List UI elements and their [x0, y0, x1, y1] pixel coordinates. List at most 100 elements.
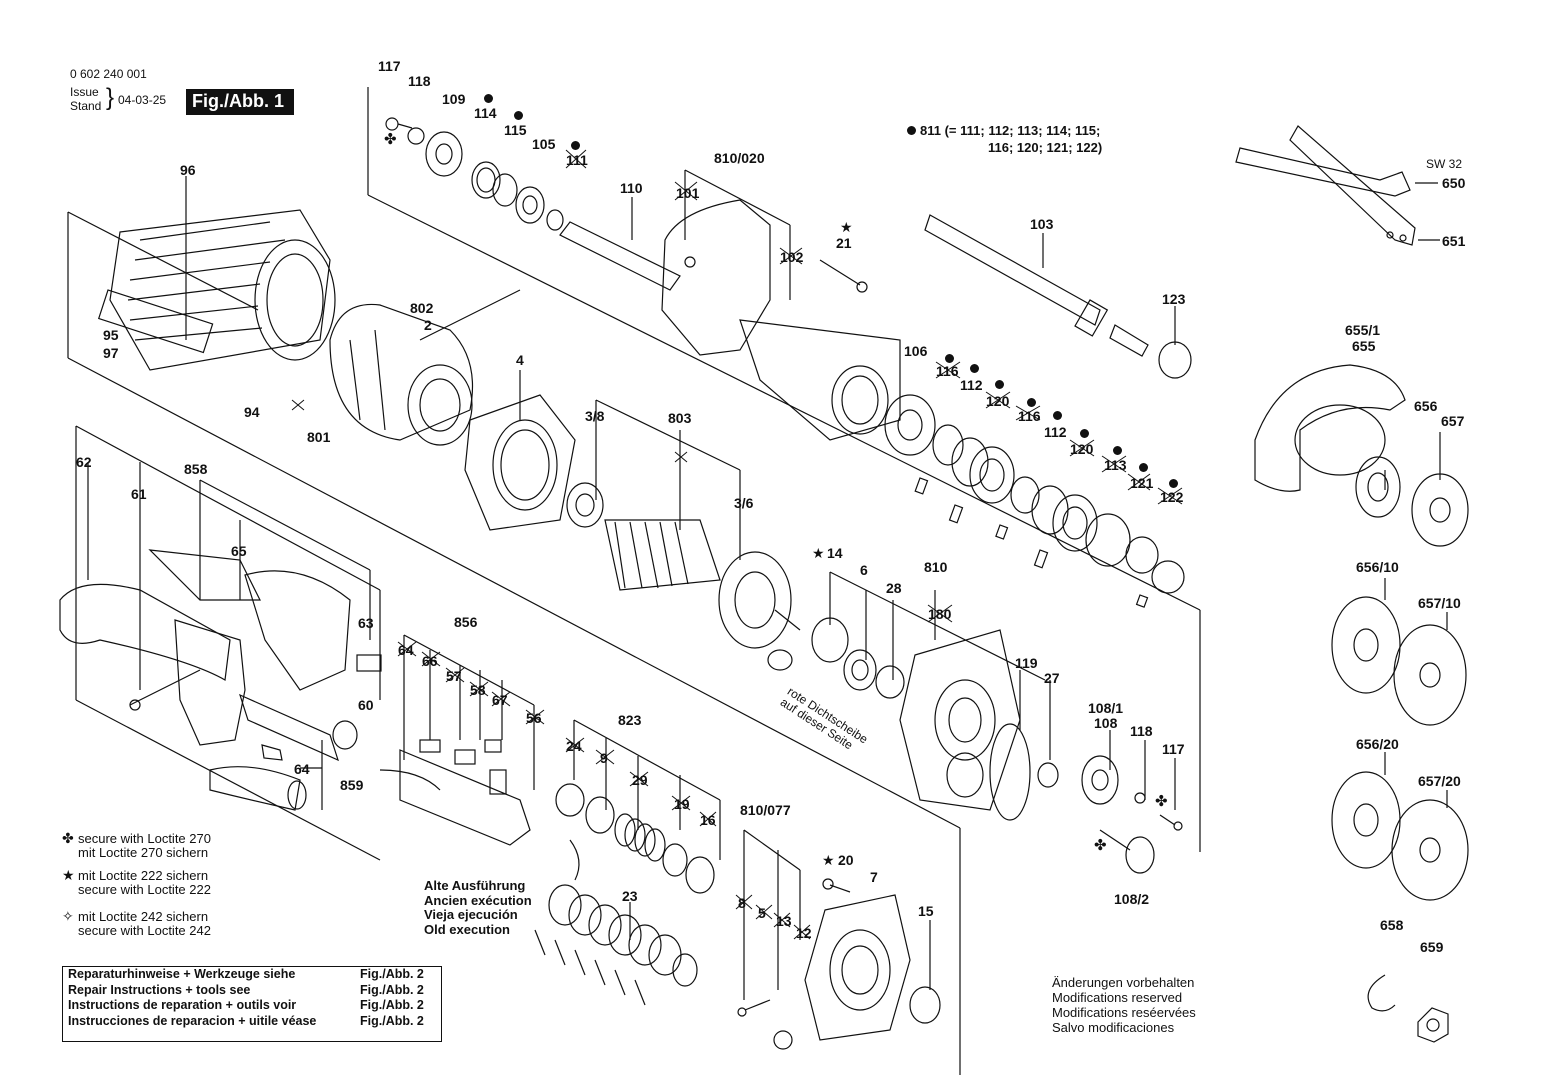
part-number: 115 — [504, 122, 527, 138]
part-number: 64 — [294, 761, 310, 777]
part-number: 96 — [180, 162, 196, 178]
part-number: 810 — [924, 559, 948, 575]
legend-text: mit Loctite 270 sichern — [78, 845, 209, 860]
kit-dot-icon — [1169, 479, 1178, 488]
spring-shapes — [555, 783, 715, 894]
part-number: 13 — [776, 913, 792, 929]
part-number: 101 — [676, 185, 700, 201]
part-number: 802 — [410, 300, 434, 316]
switch-assembly-shape — [379, 739, 531, 846]
part-number: 656/10 — [1356, 559, 1399, 575]
part-number: 24 — [566, 738, 582, 754]
figure-badge: Fig./Abb. 1 — [186, 89, 294, 115]
wrench-shapes — [1235, 125, 1416, 246]
o-ring-119 — [989, 723, 1031, 821]
loctite-270-icon: ✤ — [62, 830, 74, 846]
part-number: 108 — [1094, 715, 1118, 731]
kit-dot-icon — [970, 364, 979, 373]
bearing-flange-shape — [464, 394, 576, 531]
part-number: 858 — [184, 461, 208, 477]
old-execution-line: Old execution — [424, 921, 510, 937]
kit-note-line2: 116; 120; 121; 122) — [988, 140, 1103, 155]
legend-text: secure with Loctite 242 — [78, 923, 211, 938]
part-number: 97 — [103, 345, 119, 361]
stand-label: Stand — [70, 99, 102, 113]
part-number: 8 — [738, 895, 746, 911]
part-number: 859 — [340, 777, 364, 793]
part-number: 112 — [960, 377, 983, 393]
part-number: 657 — [1441, 413, 1465, 429]
part-number: 66 — [422, 653, 438, 669]
repair-text: Instructions de reparation + outils voir — [68, 998, 297, 1013]
spindle-rod-shape — [559, 221, 681, 291]
legend-loctite-270: ✤ secure with Loctite 270 mit Loctite 270… — [62, 831, 211, 860]
part-number: 63 — [358, 615, 374, 631]
field-coil-shape — [329, 303, 474, 446]
part-number: 28 — [886, 580, 902, 596]
part-number: 7 — [870, 869, 878, 885]
old-execution-line: Vieja ejecución — [424, 907, 518, 922]
kit-note-line1: 811 (= 111; 112; 113; 114; 115; — [920, 123, 1101, 138]
part-number: 120 — [1070, 441, 1094, 457]
old-execution-line: Ancien exécution — [424, 892, 532, 908]
part-number: 651 — [1442, 233, 1466, 249]
part-number: 15 — [918, 903, 934, 919]
part-number: 122 — [1160, 489, 1184, 505]
motor-housing-shape — [97, 209, 336, 371]
handle-shapes — [59, 549, 382, 811]
gear-housing-shape — [661, 199, 901, 441]
part-number: 810/077 — [740, 802, 791, 818]
output-shaft-shape — [924, 214, 1149, 357]
part-number: 659 — [1420, 939, 1444, 955]
repair-text: Reparaturhinweise + Werkzeuge siehe — [68, 967, 296, 981]
loctite-222-star-icon: ★ — [822, 852, 835, 868]
modifications-notice: Änderungen vorbehalten Modifications res… — [1052, 975, 1196, 1035]
seal-ring-shapes — [884, 394, 1185, 608]
part-number: 180 — [928, 606, 952, 622]
loctite-270-icon: ✤ — [1155, 793, 1168, 810]
kit-dot-icon — [571, 141, 580, 150]
issue-label: Issue — [70, 85, 99, 99]
loctite-222-star-icon: ★ — [840, 219, 853, 235]
part-number: 118 — [1130, 723, 1153, 739]
part-number: 12 — [796, 925, 812, 941]
end-cover-shape — [737, 878, 941, 1050]
flange-shapes — [1331, 456, 1469, 1043]
part-number: 23 — [622, 888, 638, 904]
part-number: 656 — [1414, 398, 1438, 414]
part-number: 658 — [1380, 917, 1404, 933]
part-number: 116 — [936, 363, 959, 379]
repair-ref: Fig./Abb. 2 — [360, 1013, 424, 1028]
loctite-222-star-icon: ★ — [812, 545, 825, 561]
part-number: 121 — [1130, 475, 1154, 491]
part-number: 650 — [1442, 175, 1466, 191]
legend-loctite-222: ★mit Loctite 222 sichern secure with Loc… — [62, 868, 211, 897]
part-number: 4 — [516, 352, 524, 368]
part-number: 856 — [454, 614, 478, 630]
part-number: 56 — [526, 710, 542, 726]
part-number: 29 — [632, 772, 648, 788]
wrench-size-label: SW 32 — [1426, 157, 1463, 171]
kit-dot-icon — [1139, 463, 1148, 472]
kit-dot-icon — [995, 380, 1004, 389]
legend-text: mit Loctite 242 sichern — [78, 909, 209, 924]
discontinued-marks — [291, 149, 1183, 940]
repair-row: Instrucciones de reparacion + uitile véa… — [63, 1014, 441, 1030]
part-number: 657/20 — [1418, 773, 1461, 789]
part-number: 119 — [1015, 655, 1038, 671]
part-number: 6 — [860, 562, 868, 578]
part-number: 57 — [446, 668, 462, 684]
notice-line: Modifications reserved — [1052, 990, 1183, 1005]
guard-655-shape — [1254, 364, 1406, 492]
brace-glyph: } — [106, 84, 115, 111]
part-number: 108/2 — [1114, 891, 1150, 907]
part-number: 117 — [1162, 741, 1185, 757]
part-number: 803 — [668, 410, 692, 426]
part-number: 21 — [836, 235, 852, 251]
circlip-123 — [1158, 341, 1192, 379]
legend-text: secure with Loctite 270 — [78, 831, 211, 846]
